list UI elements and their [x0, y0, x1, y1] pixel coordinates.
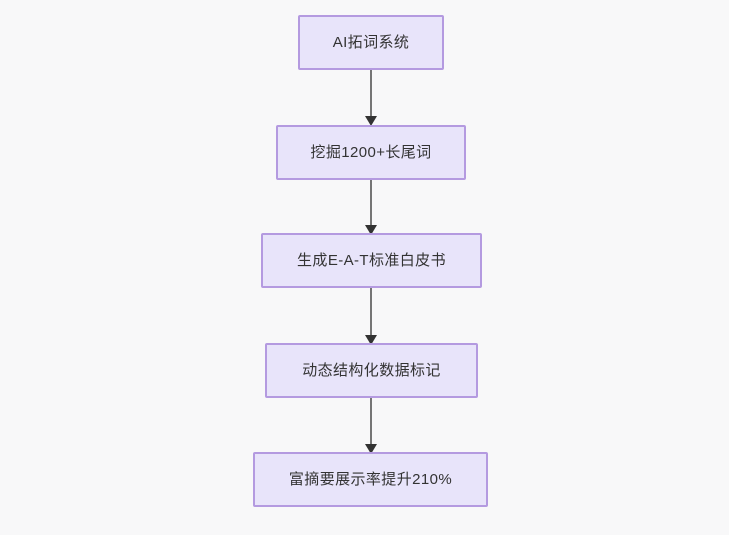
flow-node-label: 生成E-A-T标准白皮书 [297, 251, 446, 269]
flow-node-label: 动态结构化数据标记 [302, 361, 441, 379]
flow-node-rich-snippet-rate-increase[interactable]: 富摘要展示率提升210% [253, 452, 488, 507]
arrowhead-icon [365, 225, 377, 235]
edge-n2-n3 [365, 176, 377, 235]
flow-node-label: AI拓词系统 [332, 33, 410, 51]
edge-n3-n4 [365, 284, 377, 345]
flow-node-mine-longtail-keywords[interactable]: 挖掘1200+长尾词 [276, 125, 466, 180]
flow-node-label: 富摘要展示率提升210% [288, 470, 453, 488]
arrowhead-icon [365, 444, 377, 454]
flow-node-dynamic-structured-data-markup[interactable]: 动态结构化数据标记 [265, 343, 478, 398]
flow-node-label: 挖掘1200+长尾词 [310, 143, 432, 161]
flow-node-ai-keyword-system[interactable]: AI拓词系统 [298, 15, 444, 70]
flow-node-generate-eat-whitepaper[interactable]: 生成E-A-T标准白皮书 [261, 233, 482, 288]
edge-n1-n2 [365, 66, 377, 126]
arrowhead-icon [365, 335, 377, 345]
edge-n4-n5 [365, 394, 377, 454]
arrowhead-icon [365, 116, 377, 126]
